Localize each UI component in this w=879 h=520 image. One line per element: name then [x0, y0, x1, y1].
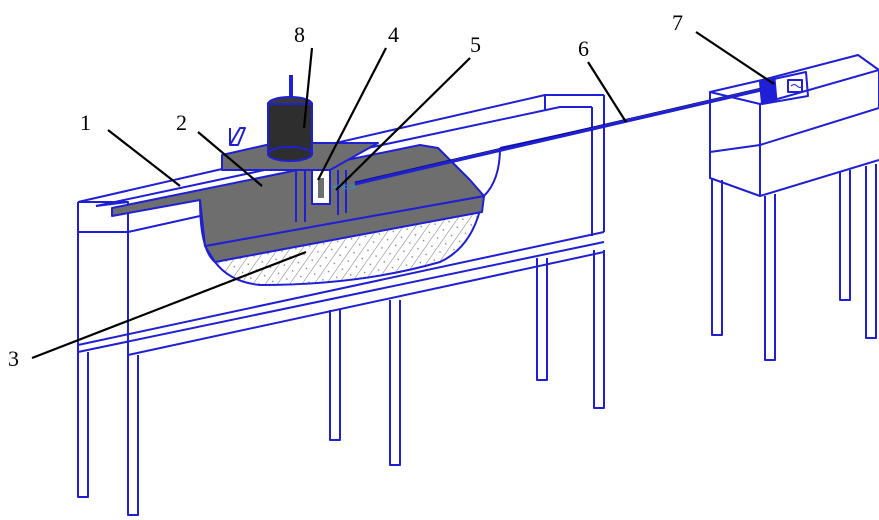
label-4: 4 [388, 22, 399, 47]
data-acquisition-device-7 [759, 71, 809, 105]
leader-lines [31, 31, 775, 360]
leader-8 [302, 47, 314, 129]
leader-1 [107, 129, 181, 187]
sediment-bed [214, 209, 481, 286]
label-6: 6 [578, 36, 589, 61]
instrument-table [709, 54, 879, 361]
probe-4 [311, 169, 331, 205]
label-2: 2 [176, 110, 187, 135]
label-8: 8 [294, 22, 305, 47]
sensor-5: <<> [332, 182, 357, 193]
label-5: 5 [470, 32, 481, 57]
leader-5 [335, 57, 471, 191]
cutaway-section [111, 144, 501, 286]
leader-7 [695, 31, 775, 85]
cable-6 [354, 85, 771, 186]
leader-4 [317, 47, 387, 181]
flume-legs [77, 250, 605, 516]
svg-text:<<>: <<> [332, 182, 357, 193]
callout-labels: 1 2 3 4 5 6 7 8 [8, 10, 683, 371]
label-7: 7 [672, 10, 683, 35]
motor-carriage [221, 75, 379, 222]
leader-3 [31, 250, 307, 360]
leader-2 [197, 131, 263, 187]
leader-6 [587, 61, 627, 123]
water-slab [111, 144, 485, 247]
label-1: 1 [80, 110, 91, 135]
label-3: 3 [8, 346, 19, 371]
